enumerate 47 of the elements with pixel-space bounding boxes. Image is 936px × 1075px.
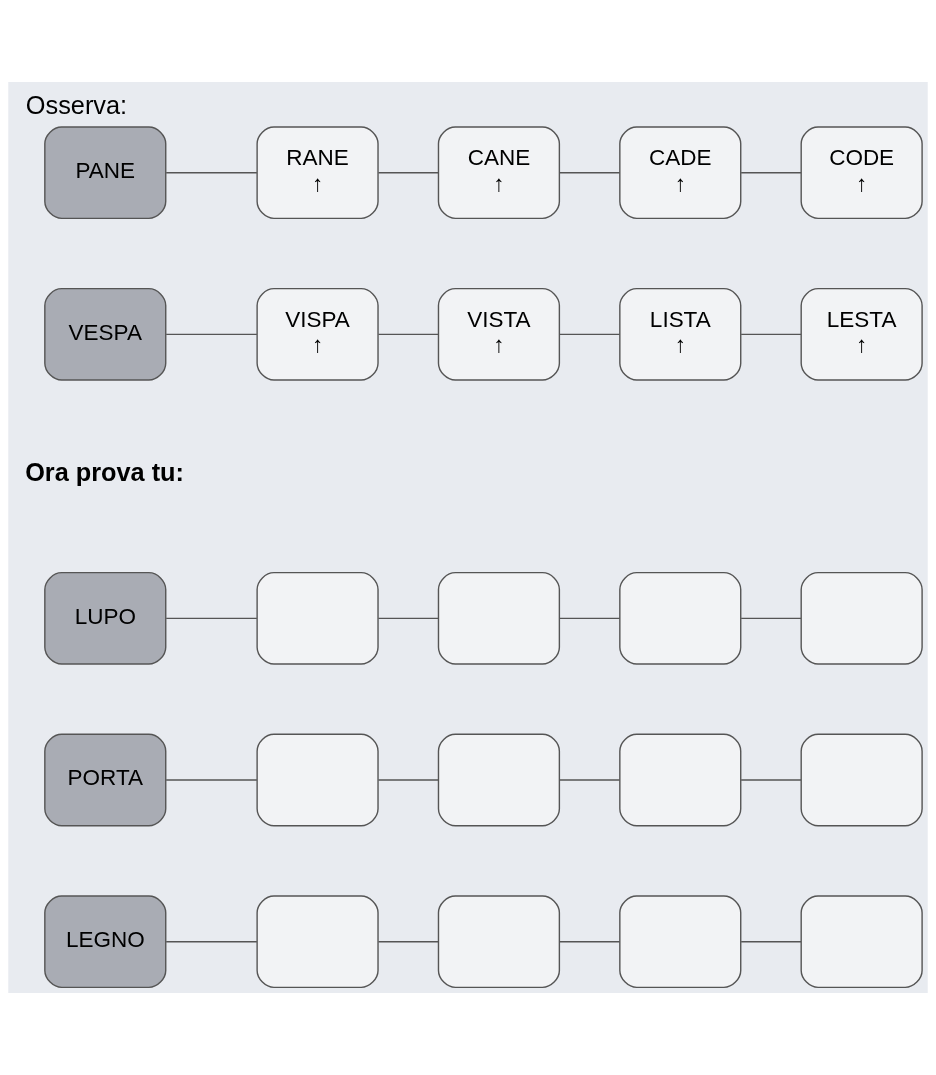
connector — [165, 617, 258, 620]
connector — [740, 617, 802, 620]
node-box — [256, 895, 379, 989]
node-box: CADE ↑ — [619, 126, 742, 220]
connector — [377, 779, 440, 781]
connector — [377, 617, 440, 620]
connector — [377, 171, 440, 174]
connector — [740, 171, 802, 174]
node-box: RANE ↑ — [256, 126, 379, 220]
connector — [740, 333, 802, 336]
node-box — [800, 733, 923, 827]
node-box — [437, 733, 561, 827]
node-box — [437, 571, 561, 665]
node-box — [619, 733, 742, 827]
connector — [165, 333, 258, 336]
node-box: CANE ↑ — [437, 126, 561, 220]
node-box — [256, 571, 379, 665]
node-box — [619, 571, 742, 665]
node-box — [800, 895, 923, 989]
diagram-title: Osserva: — [25, 90, 128, 119]
connector — [559, 171, 621, 174]
node-box: LUPO — [44, 571, 167, 665]
connector — [559, 333, 621, 336]
connector — [559, 617, 621, 620]
connector — [559, 941, 621, 943]
connector — [740, 779, 802, 781]
node-box: PORTA — [44, 733, 167, 827]
connector — [377, 333, 440, 336]
connector — [165, 171, 258, 174]
node-box — [437, 895, 561, 989]
connector — [740, 941, 802, 943]
node-box — [256, 733, 379, 827]
label: Ora prova tu: — [25, 458, 184, 487]
connector — [559, 779, 621, 781]
node-box: VISPA ↑ — [256, 287, 379, 381]
connector — [377, 941, 440, 943]
node-box: PANE — [44, 126, 167, 220]
node-box — [800, 571, 923, 665]
connector — [165, 779, 258, 781]
node-box: LEGNO — [44, 895, 167, 989]
node-box: LISTA ↑ — [619, 287, 742, 381]
connector — [165, 941, 258, 943]
node-box: VESPA — [44, 287, 167, 381]
node-box: VISTA ↑ — [437, 287, 561, 381]
node-box: CODE ↑ — [800, 126, 923, 220]
node-box: LESTA ↑ — [800, 287, 923, 381]
node-box — [619, 895, 742, 989]
